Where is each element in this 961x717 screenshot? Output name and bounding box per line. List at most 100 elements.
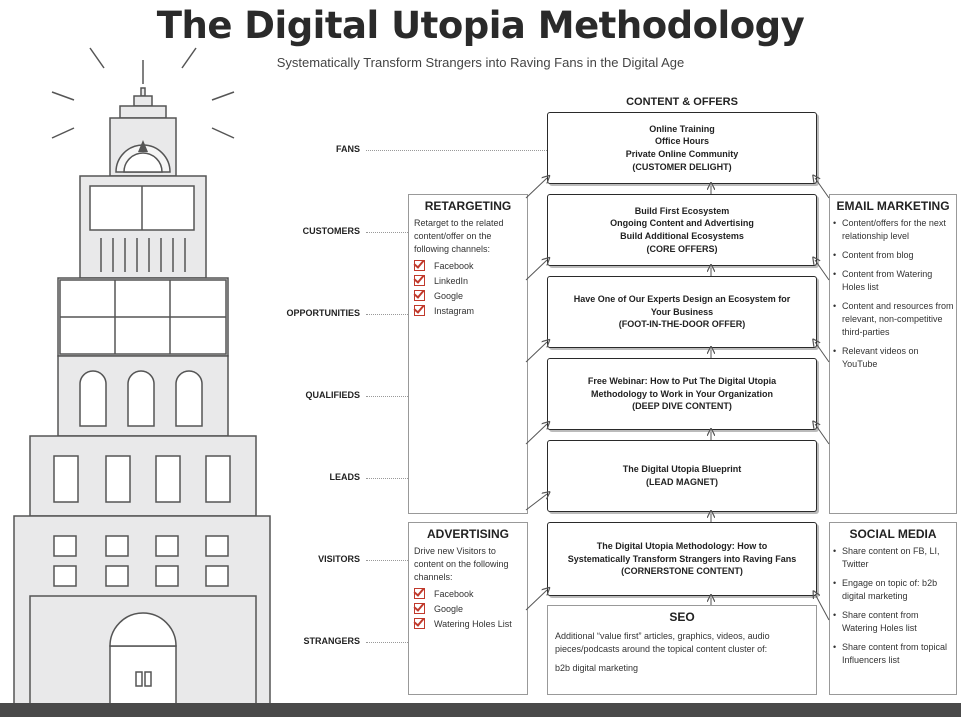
channel-item: Facebook: [414, 588, 522, 600]
email-marketing-heading: EMAIL MARKETING: [836, 199, 950, 213]
channel-label: Watering Holes List: [434, 618, 512, 629]
checkbox-checked-icon: [414, 290, 425, 302]
list-item: Content/offers for the next relationship…: [833, 217, 954, 243]
advertising-text: Drive new Visitors to content on the fol…: [414, 546, 509, 583]
list-item: Share content from topical Influencers l…: [833, 641, 954, 667]
offer-box-foot-in-the-door: Have One of Our Experts Design an Ecosys…: [547, 276, 817, 348]
stage-leader-fans: [366, 150, 547, 151]
stage-label-visitors: VISITORS: [318, 554, 360, 564]
page-subtitle: Systematically Transform Strangers into …: [276, 55, 685, 70]
channel-label: Facebook: [434, 260, 474, 271]
arrow-left-to-right: [525, 590, 547, 611]
offer-line: (CORE OFFERS): [646, 243, 718, 254]
offer-line: Online Training: [649, 123, 715, 134]
arrow-left-to-right: [525, 260, 547, 281]
checkbox-checked-icon: [414, 588, 425, 600]
channel-item: Google: [414, 603, 522, 615]
offer-line: Have One of Our Experts Design an Ecosys…: [573, 294, 791, 305]
offer-line: (CUSTOMER DELIGHT): [632, 161, 732, 172]
building-illustration: [13, 47, 271, 705]
social-media-panel: SOCIAL MEDIA Share content on FB, LI, Tw…: [829, 522, 957, 695]
channel-label: Facebook: [434, 588, 474, 599]
offer-line: (FOOT-IN-THE-DOOR OFFER): [618, 319, 746, 330]
offer-line: Build Additional Ecosystems: [620, 231, 744, 241]
offer-line: Private Online Community: [625, 149, 739, 159]
stage-label-leads: LEADS: [329, 472, 360, 482]
light-rays-icon: [51, 47, 235, 139]
offer-box-deep-dive: Free Webinar: How to Put The Digital Uto…: [547, 358, 817, 430]
seo-text: Additional “value first” articles, graph…: [555, 631, 770, 655]
offer-line: Systematically Transform Strangers into …: [567, 553, 797, 564]
social-media-heading: SOCIAL MEDIA: [849, 527, 937, 541]
email-marketing-panel: EMAIL MARKETING Content/offers for the n…: [829, 194, 957, 514]
offer-box-customer-delight: Online Training Office Hours Private Onl…: [547, 112, 817, 184]
retargeting-panel: RETARGETING Retarget to the related cont…: [408, 194, 528, 514]
seo-heading: SEO: [669, 610, 695, 624]
arrow-right-to-left: [815, 178, 830, 199]
checkbox-checked-icon: [414, 305, 425, 317]
stage-label-customers: CUSTOMERS: [302, 226, 360, 236]
offer-line: The Digital Utopia Methodology: How to: [596, 541, 768, 552]
stage-leader-opportunities: [366, 314, 408, 315]
advertising-panel: ADVERTISING Drive new Visitors to conten…: [408, 522, 528, 695]
arrow-left-to-right: [525, 494, 547, 511]
page-title: The Digital Utopia Methodology: [156, 4, 805, 47]
channel-label: Instagram: [434, 305, 475, 316]
stage-label-qualifieds: QUALIFIEDS: [305, 390, 360, 400]
channel-label: Google: [434, 603, 464, 614]
arrow-left-to-right: [525, 178, 547, 199]
list-item: Content from blog: [833, 249, 954, 262]
seo-panel: SEO Additional “value first” articles, g…: [547, 605, 817, 695]
retargeting-heading: RETARGETING: [424, 199, 512, 213]
arrow-right-to-left: [815, 424, 830, 445]
offer-box-cornerstone: The Digital Utopia Methodology: How to S…: [547, 522, 817, 596]
stage-leader-visitors: [366, 560, 408, 561]
offer-box-core-offers: Build First Ecosystem Ongoing Content an…: [547, 194, 817, 266]
list-item: Share content on FB, LI, Twitter: [833, 545, 954, 571]
offer-line: Office Hours: [654, 136, 709, 147]
checkbox-checked-icon: [414, 260, 425, 272]
offer-line: Ongoing Content and Advertising: [610, 218, 754, 229]
stage-label-opportunities: OPPORTUNITIES: [286, 308, 360, 318]
social-media-list: Share content on FB, LI, Twitter Engage …: [830, 545, 956, 667]
arrow-left-to-right: [525, 424, 547, 445]
arrow-right-to-left: [815, 594, 830, 621]
list-item: Engage on topic of: b2b digital marketin…: [833, 577, 954, 603]
ground-bar: [0, 703, 961, 717]
list-item: Content from Watering Holes list: [833, 268, 954, 294]
content-offers-heading: CONTENT & OFFERS: [626, 96, 738, 108]
checkbox-checked-icon: [414, 618, 425, 630]
checkbox-checked-icon: [414, 603, 425, 615]
stage-label-strangers: STRANGERS: [303, 636, 360, 646]
offer-line: Your Business: [650, 306, 714, 317]
offer-line: (LEAD MAGNET): [646, 477, 718, 487]
advertising-heading: ADVERTISING: [426, 527, 509, 541]
seo-topic: b2b digital marketing: [555, 663, 639, 674]
offer-line: (DEEP DIVE CONTENT): [632, 401, 732, 412]
arrow-right-to-left: [815, 342, 830, 363]
arrow-right-to-left: [815, 260, 830, 281]
list-item: Content and resources from relevant, non…: [833, 300, 954, 339]
offer-box-lead-magnet: The Digital Utopia Blueprint (LEAD MAGNE…: [547, 440, 817, 512]
stage-leader-customers: [366, 232, 408, 233]
list-item: Share content from Watering Holes list: [833, 609, 954, 635]
stage-leader-qualifieds: [366, 396, 408, 397]
checkbox-checked-icon: [414, 275, 425, 287]
channel-label: LinkedIn: [434, 275, 469, 286]
channel-item: Instagram: [414, 305, 522, 317]
offer-line: Free Webinar: How to Put The Digital Uto…: [587, 376, 777, 387]
email-marketing-list: Content/offers for the next relationship…: [830, 217, 956, 371]
stage-leader-leads: [366, 478, 408, 479]
channel-item: Facebook: [414, 260, 522, 272]
offer-line: (CORNERSTONE CONTENT): [621, 566, 743, 577]
list-item: Relevant videos on YouTube: [833, 345, 954, 371]
arrow-left-to-right: [525, 342, 547, 363]
channel-label: Google: [434, 290, 464, 301]
offer-line: Methodology to Work in Your Organization: [591, 388, 773, 399]
offer-line: Build First Ecosystem: [634, 205, 730, 216]
stage-label-fans: FANS: [335, 144, 360, 154]
offer-line: The Digital Utopia Blueprint: [622, 464, 742, 475]
channel-item: Google: [414, 290, 522, 302]
retargeting-text: Retarget to the related content/offer on…: [414, 218, 504, 255]
channel-item: Watering Holes List: [414, 618, 522, 630]
